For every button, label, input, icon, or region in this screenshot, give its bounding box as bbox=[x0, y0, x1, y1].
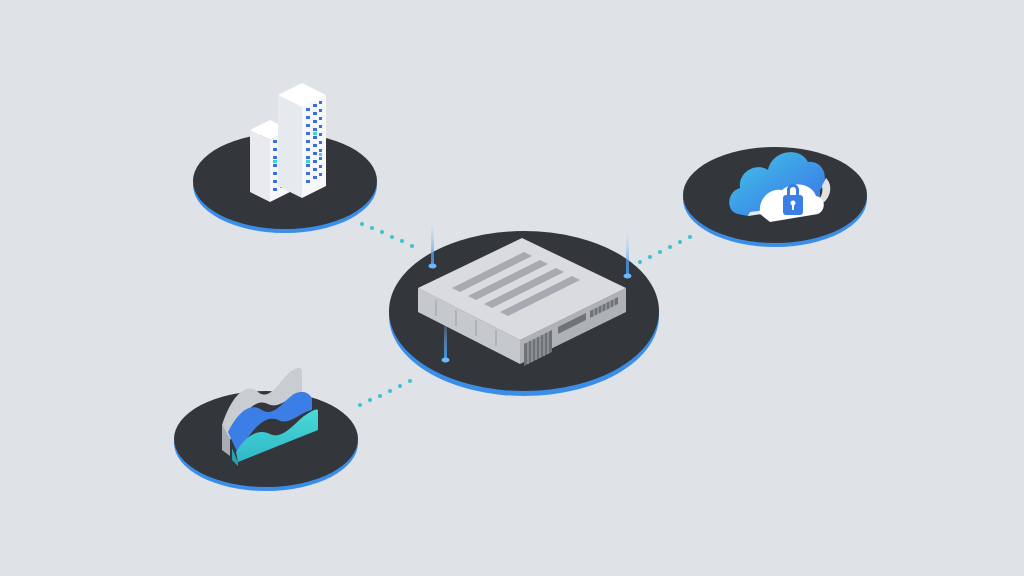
server-icon bbox=[418, 238, 626, 366]
connector-lines bbox=[358, 222, 692, 407]
cloud-lock-icon bbox=[729, 152, 831, 222]
connector-analytics bbox=[358, 379, 412, 407]
connector-cloud bbox=[638, 235, 692, 264]
connector-buildings bbox=[360, 222, 414, 248]
wave-chart-icon bbox=[222, 367, 318, 466]
signal-beams bbox=[428, 222, 632, 363]
buildings-icon bbox=[250, 83, 326, 202]
